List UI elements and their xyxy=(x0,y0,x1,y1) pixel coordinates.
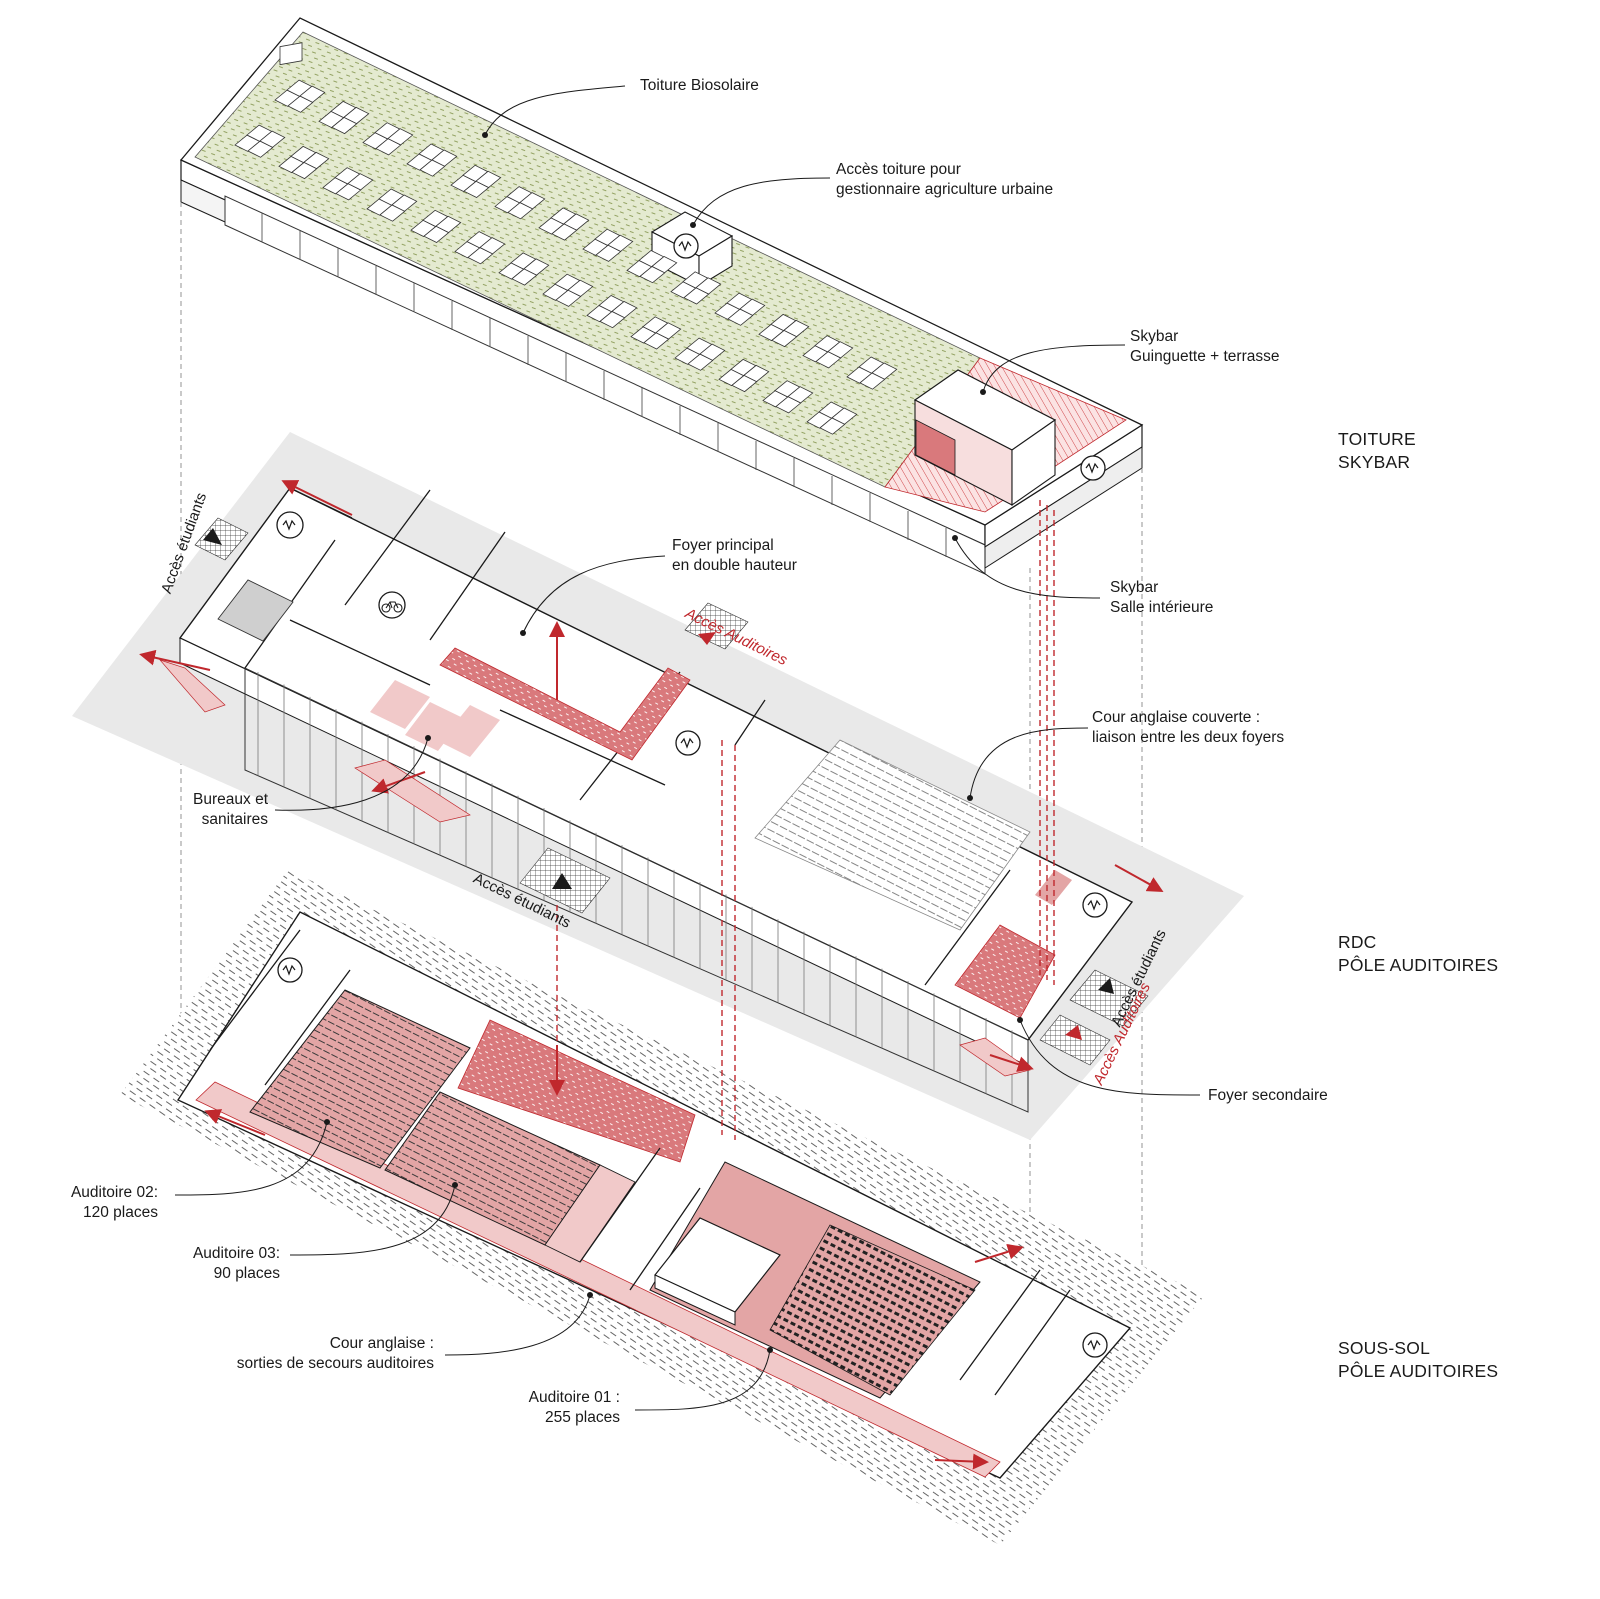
label-skybar-guinguette: Skybar Guinguette + terrasse xyxy=(1130,327,1280,367)
solar-panel xyxy=(607,234,634,252)
label-foyer-principal: Foyer principal en double hauteur xyxy=(672,536,797,576)
solar-panel xyxy=(827,341,854,359)
label-cour-couverte: Cour anglaise couverte : liaison entre l… xyxy=(1092,708,1284,748)
solar-panel xyxy=(611,301,638,319)
stair-icon xyxy=(1080,455,1106,481)
solar-panel xyxy=(699,343,726,361)
bicycle-icon xyxy=(378,591,406,619)
label-toiture-biosolaire: Toiture Biosolaire xyxy=(640,77,759,94)
solar-panel xyxy=(391,194,418,212)
label-line: sorties de secours auditoires xyxy=(236,1355,434,1372)
label-bureaux: Bureaux et sanitaires xyxy=(140,790,268,830)
label-line: Cour anglaise couverte : xyxy=(1092,709,1261,726)
solar-panel xyxy=(651,256,678,274)
level-line: RDC xyxy=(1338,932,1377,952)
level-line: TOITURE xyxy=(1338,429,1416,449)
label-line: 120 places xyxy=(83,1204,158,1221)
label-line: 255 places xyxy=(545,1409,620,1426)
solar-panel xyxy=(475,170,502,188)
label-acces-toiture: Accès toiture pour gestionnaire agricult… xyxy=(836,160,1053,200)
solar-panel xyxy=(431,149,458,167)
solar-panel xyxy=(519,192,546,210)
label-line: Salle intérieure xyxy=(1110,599,1214,616)
stair-icon xyxy=(1082,892,1108,918)
level-title-ground: RDC PÔLE AUDITOIRES xyxy=(1338,931,1498,977)
stair-icon xyxy=(673,233,699,259)
stair-icon xyxy=(675,730,701,756)
solar-panels xyxy=(234,79,898,435)
label-line: Foyer principal xyxy=(672,537,774,554)
label-line: 90 places xyxy=(213,1265,280,1282)
solar-panel xyxy=(655,322,682,340)
label-line: en double hauteur xyxy=(672,557,797,574)
solar-panel xyxy=(435,215,462,233)
label-line: Auditoire 01 : xyxy=(528,1389,620,1406)
label-line: Skybar xyxy=(1110,579,1159,596)
label-skybar-salle: Skybar Salle intérieure xyxy=(1110,578,1213,618)
solar-panel xyxy=(871,362,898,380)
label-foyer-secondaire: Foyer secondaire xyxy=(1208,1087,1328,1104)
label-cour-anglaise: Cour anglaise : sorties de secours audit… xyxy=(190,1334,434,1374)
solar-panel xyxy=(567,279,594,297)
label-line: Auditoire 03: xyxy=(192,1245,280,1262)
label-auditoire-03: Auditoire 03: 90 places xyxy=(160,1244,280,1284)
label-line: Accès toiture pour xyxy=(836,161,961,178)
level-line: SKYBAR xyxy=(1338,452,1411,472)
level-line: SOUS-SOL xyxy=(1338,1338,1431,1358)
label-line: Bureaux et xyxy=(193,791,268,808)
solar-panel xyxy=(563,213,590,231)
solar-panel xyxy=(743,364,770,383)
solar-panel xyxy=(479,237,506,255)
solar-panel xyxy=(783,319,810,338)
solar-panel xyxy=(259,130,286,148)
stair-icon xyxy=(277,957,303,983)
label-line: Guinguette + terrasse xyxy=(1130,348,1280,365)
label-line: Auditoire 02: xyxy=(70,1184,158,1201)
stair-icon xyxy=(276,511,304,539)
label-line: sanitaires xyxy=(201,811,268,828)
label-line: Cour anglaise : xyxy=(329,1335,434,1352)
solar-panel xyxy=(343,106,370,125)
solar-panel xyxy=(303,151,330,170)
solar-panel xyxy=(695,277,722,295)
solar-panel xyxy=(831,407,858,425)
solar-panel xyxy=(787,386,814,404)
level-line: PÔLE AUDITOIRES xyxy=(1338,955,1499,975)
level-line: PÔLE AUDITOIRES xyxy=(1338,1361,1499,1381)
solar-panel xyxy=(739,298,766,316)
label-line: liaison entre les deux foyers xyxy=(1092,729,1285,746)
label-line: gestionnaire agriculture urbaine xyxy=(836,181,1054,198)
label-auditoire-02: Auditoire 02: 120 places xyxy=(40,1183,158,1223)
solar-panel xyxy=(347,173,374,191)
basement-level xyxy=(120,870,1205,1545)
stair-icon xyxy=(1082,1332,1108,1358)
solar-panel xyxy=(523,258,550,276)
label-auditoire-01: Auditoire 01 : 255 places xyxy=(480,1388,620,1428)
level-title-basement: SOUS-SOL PÔLE AUDITOIRES xyxy=(1338,1337,1498,1383)
solar-panel xyxy=(299,85,326,103)
ground-floor-level xyxy=(72,432,1244,1140)
label-line: Skybar xyxy=(1130,328,1179,345)
level-title-roof: TOITURE SKYBAR xyxy=(1338,428,1416,474)
solar-panel xyxy=(387,128,414,146)
